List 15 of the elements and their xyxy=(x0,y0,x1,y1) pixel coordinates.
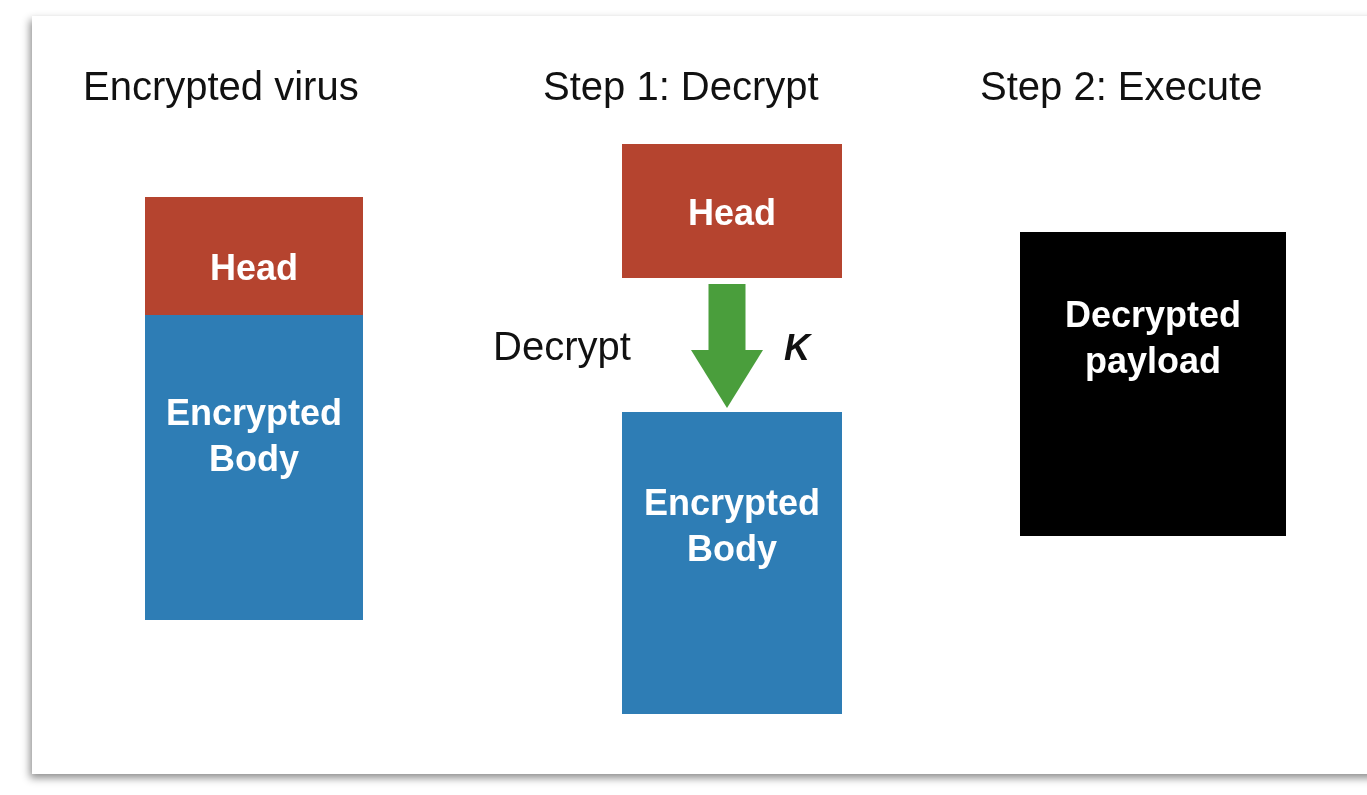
heading: Encrypted virus xyxy=(83,63,359,110)
heading: Step 1: Decrypt xyxy=(543,63,819,110)
body-block xyxy=(622,412,842,714)
block-label: Encrypted Body xyxy=(642,481,821,571)
block-label: Decrypted payload xyxy=(1063,293,1243,383)
block-label: Head xyxy=(687,191,777,235)
payload-block xyxy=(1020,232,1286,536)
block-label: Encrypted Body xyxy=(164,391,343,481)
key-symbol: K xyxy=(784,326,810,370)
arrow xyxy=(691,284,763,408)
heading: Step 2: Execute xyxy=(980,63,1263,110)
block-label: Head xyxy=(209,246,299,290)
body-block xyxy=(145,315,363,620)
head-block xyxy=(622,144,842,278)
head-block xyxy=(145,197,363,315)
